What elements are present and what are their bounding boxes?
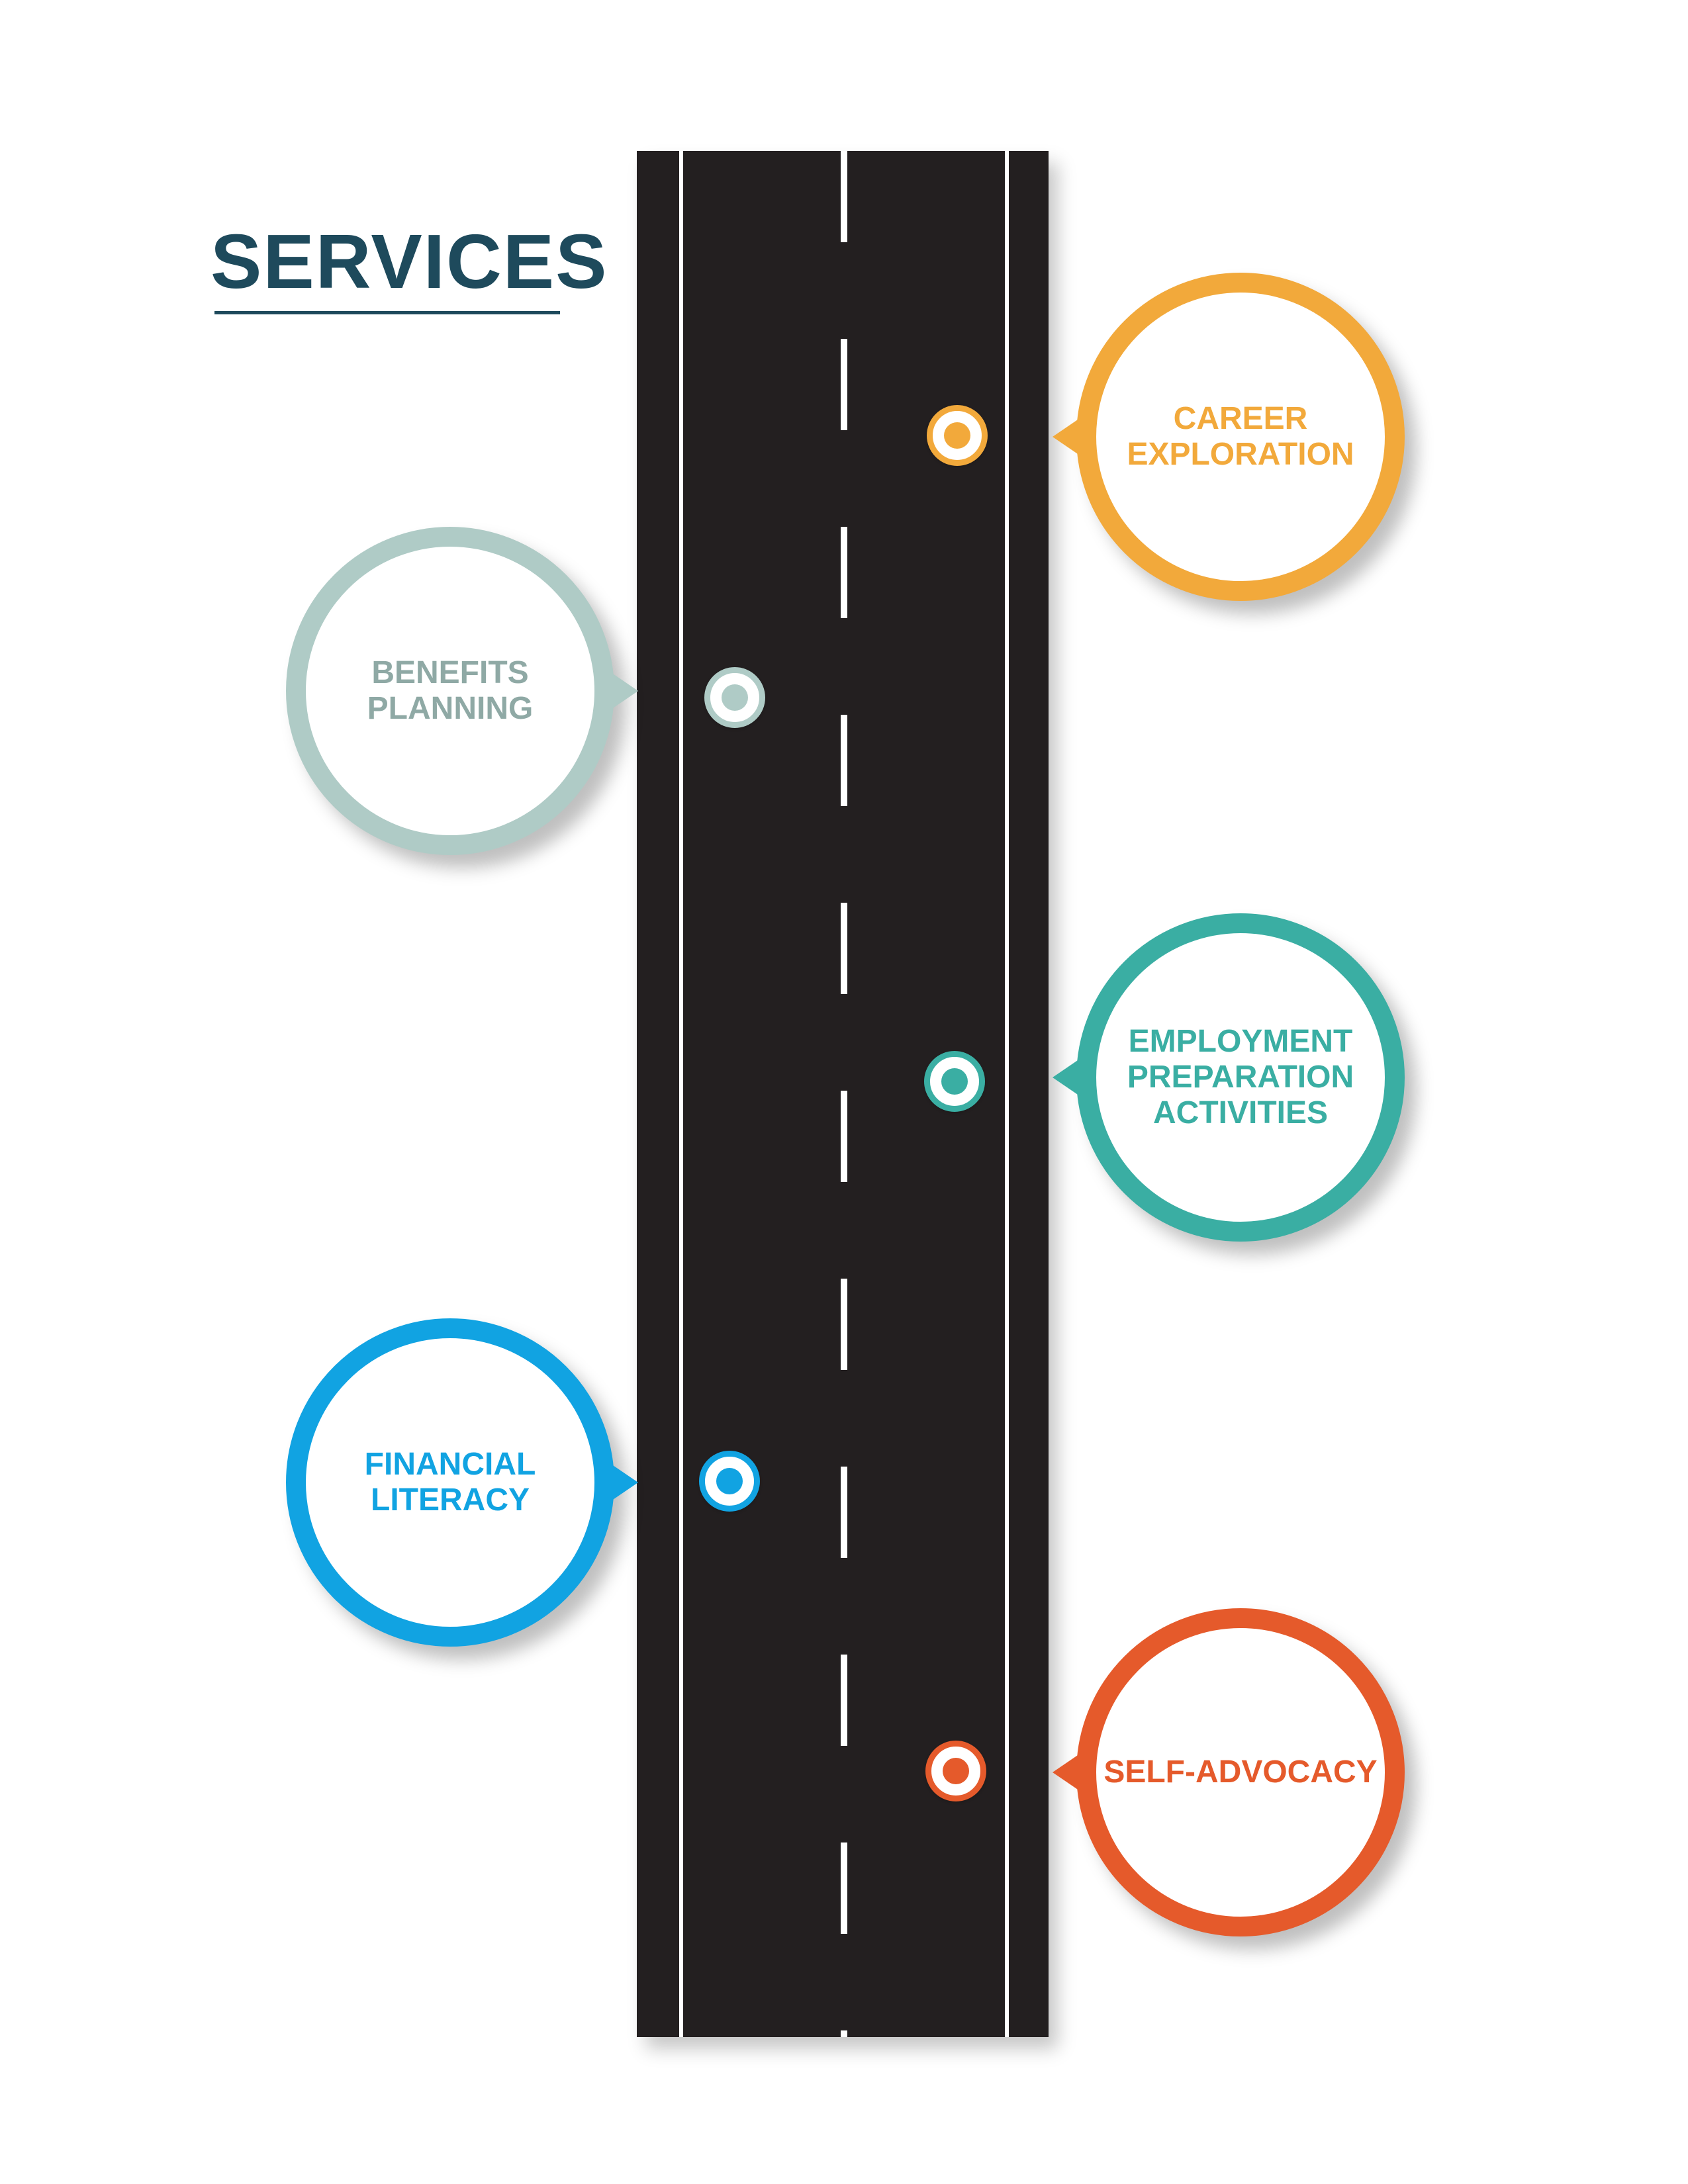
bubble-pointer	[609, 671, 638, 711]
marker-employment-preparation	[924, 1051, 985, 1112]
bubble-pointer	[1053, 1058, 1082, 1097]
marker-career-exploration	[927, 405, 988, 466]
road-center-dash	[841, 1655, 847, 1746]
marker-dot	[722, 684, 748, 711]
service-self-advocacy: SELF-ADVOCACY	[1053, 1608, 1405, 1936]
marker-benefits-planning	[704, 667, 765, 728]
road-center-dash	[841, 151, 847, 242]
road-center-dash	[841, 903, 847, 994]
service-label: SELF-ADVOCACY	[1103, 1754, 1378, 1790]
marker-dot	[943, 1758, 969, 1784]
page-title: SERVICES	[211, 218, 608, 304]
service-benefits-planning: BENEFITS PLANNING	[286, 527, 638, 855]
marker-dot	[716, 1468, 743, 1494]
road-edge-line-left	[679, 151, 683, 2037]
road-center-dash	[841, 1279, 847, 1370]
service-label: CAREER EXPLORATION	[1127, 401, 1354, 472]
road-center-dash	[841, 339, 847, 430]
road-center-dash	[841, 527, 847, 618]
service-employment-preparation-activities: EMPLOYMENT PREPARATION ACTIVITIES	[1053, 913, 1405, 1242]
service-label: BENEFITS PLANNING	[367, 655, 534, 726]
bubble-pointer	[1053, 1752, 1082, 1792]
road-center-dash	[841, 1091, 847, 1182]
marker-self-advocacy	[925, 1741, 986, 1801]
bubble-pointer	[609, 1463, 638, 1502]
road-center-dash	[841, 1467, 847, 1558]
bubble-pointer	[1053, 417, 1082, 457]
marker-dot	[941, 1068, 968, 1095]
road-center-dash	[841, 715, 847, 806]
title-underline	[214, 311, 560, 314]
marker-financial-literacy	[699, 1451, 760, 1512]
road-center-dash	[841, 2030, 847, 2037]
marker-dot	[944, 422, 970, 449]
service-career-exploration: CAREER EXPLORATION	[1053, 273, 1405, 601]
road-edge-line-right	[1005, 151, 1009, 2037]
service-label: EMPLOYMENT PREPARATION ACTIVITIES	[1127, 1024, 1354, 1130]
service-financial-literacy: FINANCIAL LITERACY	[286, 1318, 638, 1647]
road-center-dash	[841, 1843, 847, 1934]
service-label: FINANCIAL LITERACY	[364, 1447, 536, 1518]
